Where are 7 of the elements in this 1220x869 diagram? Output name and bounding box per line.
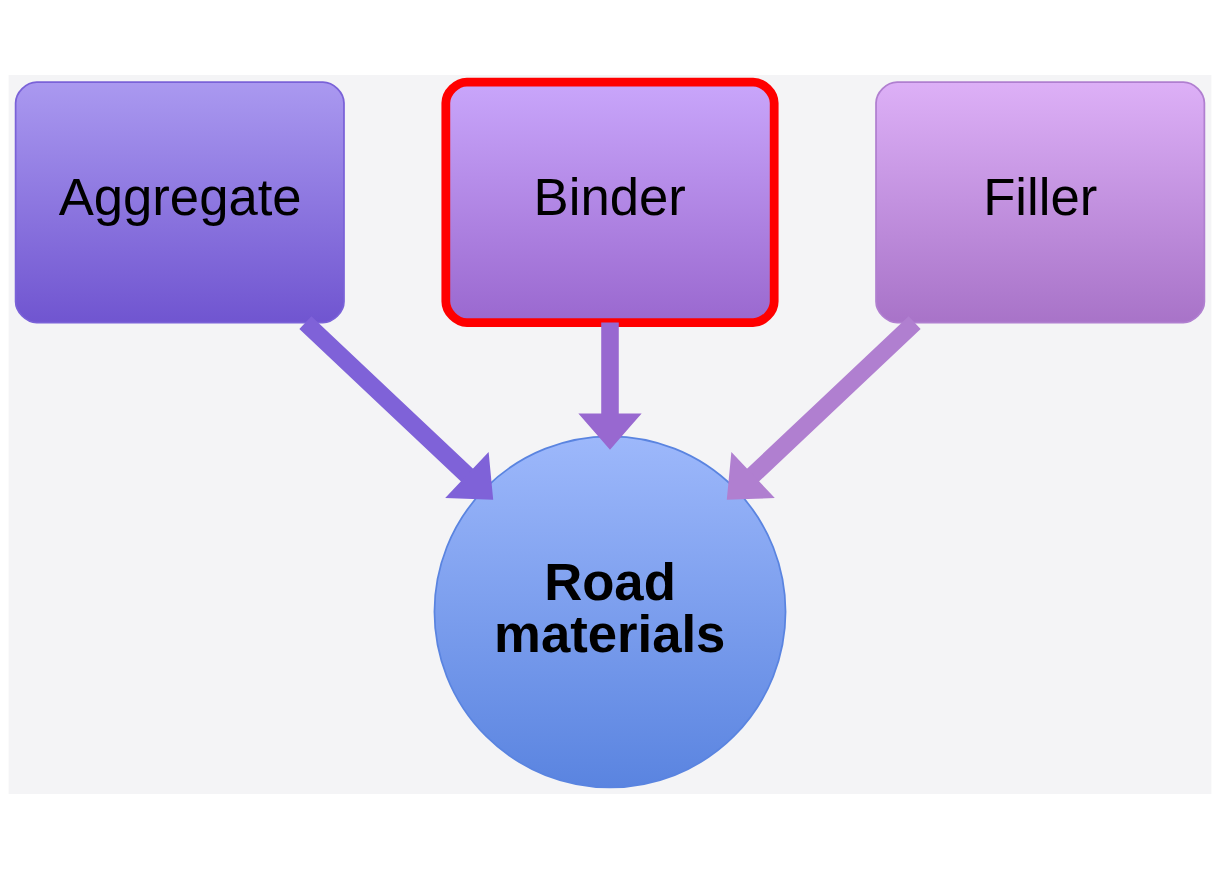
arrow [726,316,921,500]
arrow [299,316,494,500]
node-box: Filler [875,81,1206,324]
node-box: Binder [441,77,779,327]
arrow [578,322,642,450]
node-circle: Road materials [433,435,787,789]
node-box: Aggregate [14,81,345,324]
